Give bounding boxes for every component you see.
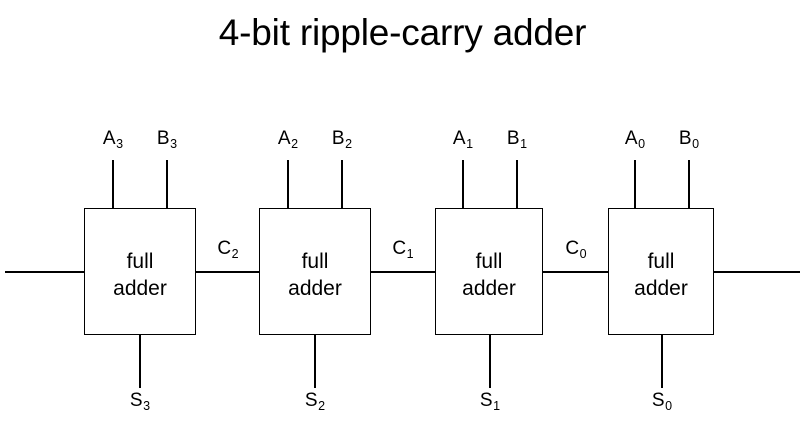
pin-label-a1: A1 bbox=[452, 128, 474, 151]
pin-label-b2-text: B bbox=[331, 128, 345, 149]
pin-label-b1-text: B bbox=[506, 128, 520, 149]
carry-out-wire-left bbox=[5, 271, 85, 274]
input-wire-b0 bbox=[688, 160, 691, 209]
input-wire-a1 bbox=[462, 160, 465, 209]
carry-label-c2: C2 bbox=[217, 238, 239, 261]
pin-label-s2-text: S bbox=[304, 390, 318, 411]
input-wire-a3 bbox=[112, 160, 115, 209]
carry-label-c0: C0 bbox=[565, 238, 587, 261]
carry-wire-c1 bbox=[370, 271, 436, 274]
full-adder-label-bit3-line1: full bbox=[126, 250, 154, 273]
pin-label-b0-text: B bbox=[678, 128, 692, 149]
pin-label-b2: B2 bbox=[331, 128, 353, 151]
carry-wire-c2 bbox=[195, 271, 260, 274]
pin-label-a2-text: A bbox=[277, 128, 291, 149]
output-wire-s2 bbox=[314, 335, 317, 388]
pin-label-a2-sub: 2 bbox=[291, 137, 299, 151]
input-wire-b1 bbox=[516, 160, 519, 209]
pin-label-a1-sub: 1 bbox=[466, 137, 474, 151]
carry-label-c1: C1 bbox=[392, 238, 414, 261]
full-adder-block-bit2[interactable]: full adder bbox=[259, 208, 371, 335]
full-adder-label-bit0-line2: adder bbox=[634, 277, 688, 300]
pin-label-a2: A2 bbox=[277, 128, 299, 151]
pin-label-s1-sub: 1 bbox=[493, 399, 501, 413]
pin-label-s0: S0 bbox=[651, 390, 673, 413]
input-wire-b3 bbox=[166, 160, 169, 209]
full-adder-label-bit2-line2: adder bbox=[288, 277, 342, 300]
pin-label-a0-text: A bbox=[624, 128, 638, 149]
pin-label-s2: S2 bbox=[304, 390, 326, 413]
pin-label-s1: S1 bbox=[479, 390, 501, 413]
pin-label-b2-sub: 2 bbox=[345, 137, 353, 151]
carry-label-c1-text: C bbox=[392, 238, 407, 259]
carry-label-c2-text: C bbox=[217, 238, 232, 259]
output-wire-s1 bbox=[489, 335, 492, 388]
carry-wire-c0 bbox=[542, 271, 609, 274]
carry-label-c0-text: C bbox=[565, 238, 580, 259]
pin-label-s0-text: S bbox=[651, 390, 665, 411]
output-wire-s0 bbox=[661, 335, 664, 388]
pin-label-b3-sub: 3 bbox=[170, 137, 178, 151]
pin-label-s3: S3 bbox=[129, 390, 151, 413]
pin-label-b1: B1 bbox=[506, 128, 528, 151]
full-adder-label-bit1-line1: full bbox=[475, 250, 503, 273]
full-adder-block-bit0[interactable]: full adder bbox=[608, 208, 714, 335]
pin-label-b1-sub: 1 bbox=[520, 137, 528, 151]
full-adder-label-bit2-line1: full bbox=[301, 250, 329, 273]
pin-label-b0-sub: 0 bbox=[692, 137, 700, 151]
pin-label-s3-sub: 3 bbox=[143, 399, 151, 413]
carry-in-wire-right bbox=[713, 271, 800, 274]
pin-label-b0: B0 bbox=[678, 128, 700, 151]
pin-label-a3-sub: 3 bbox=[116, 137, 124, 151]
input-wire-a0 bbox=[634, 160, 637, 209]
pin-label-a3: A3 bbox=[102, 128, 124, 151]
full-adder-label-bit3-line2: adder bbox=[113, 277, 167, 300]
input-wire-a2 bbox=[287, 160, 290, 209]
full-adder-label-bit1-line2: adder bbox=[462, 277, 516, 300]
pin-label-s3-text: S bbox=[129, 390, 143, 411]
full-adder-block-bit3[interactable]: full adder bbox=[84, 208, 196, 335]
pin-label-a0: A0 bbox=[624, 128, 646, 151]
carry-label-c2-sub: 2 bbox=[231, 247, 239, 261]
pin-label-b3: B3 bbox=[156, 128, 178, 151]
pin-label-a0-sub: 0 bbox=[638, 137, 646, 151]
pin-label-b3-text: B bbox=[156, 128, 170, 149]
output-wire-s3 bbox=[139, 335, 142, 388]
page-title: 4-bit ripple-carry adder bbox=[218, 12, 587, 53]
full-adder-label-bit0-line1: full bbox=[647, 250, 675, 273]
carry-label-c0-sub: 0 bbox=[579, 247, 587, 261]
pin-label-s1-text: S bbox=[479, 390, 493, 411]
carry-label-c1-sub: 1 bbox=[406, 247, 414, 261]
pin-label-a3-text: A bbox=[102, 128, 116, 149]
pin-label-s0-sub: 0 bbox=[665, 399, 673, 413]
pin-label-a1-text: A bbox=[452, 128, 466, 149]
full-adder-block-bit1[interactable]: full adder bbox=[435, 208, 543, 335]
input-wire-b2 bbox=[341, 160, 344, 209]
pin-label-s2-sub: 2 bbox=[318, 399, 326, 413]
